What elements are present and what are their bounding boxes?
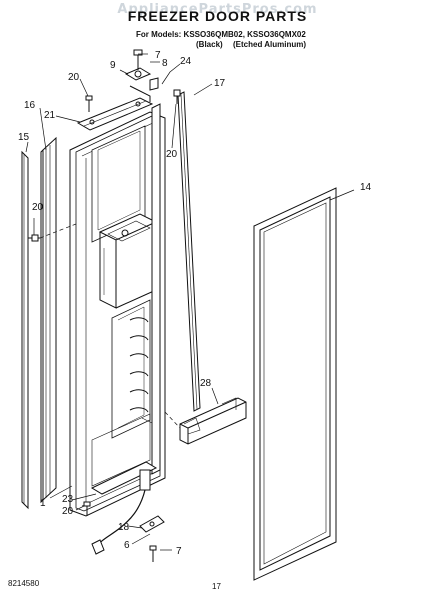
part-21-bracket [76, 97, 154, 131]
callout-24: 24 [180, 56, 192, 67]
finish-aluminum: (Etched Aluminum) [233, 40, 307, 49]
callout-20-right: 20 [166, 149, 178, 160]
callout-16: 16 [24, 100, 36, 111]
part-number-footer: 8214580 [8, 579, 40, 588]
callout-1: 1 [40, 498, 46, 509]
top-hinge-hardware [124, 49, 159, 102]
door-liner-body [69, 111, 166, 517]
callout-28: 28 [200, 378, 212, 389]
callout-15: 15 [18, 132, 30, 143]
callout-9: 9 [110, 60, 116, 71]
part-14-door-frame [253, 187, 337, 581]
callout-21: 21 [44, 110, 56, 121]
callout-20-bottom: 20 [62, 506, 74, 517]
models-text: For Models: KSSO36QMB02, KSSO36QMX02 [136, 30, 306, 39]
bottom-hinge-hardware [83, 461, 165, 562]
part-24-gasket [151, 103, 161, 475]
callout-6: 6 [124, 540, 130, 551]
screw-20-right [173, 89, 181, 104]
part-28-bin [179, 397, 247, 445]
screw-20-top [85, 95, 93, 112]
callout-20-left: 20 [32, 202, 44, 213]
part-16-trim [40, 136, 57, 504]
page-title: FREEZER DOOR PARTS [127, 8, 308, 24]
finish-black: (Black) [196, 40, 223, 49]
screw-20-left [28, 234, 40, 242]
callout-7-bottom: 7 [176, 546, 182, 557]
watermark: AppliancePartsPros.com [117, 2, 318, 17]
callout-8: 8 [162, 58, 168, 69]
callout-7-top: 7 [155, 50, 161, 61]
callout-18: 18 [118, 522, 130, 533]
page-number: 17 [212, 582, 221, 591]
callout-14: 14 [360, 182, 372, 193]
callout-20-top: 20 [68, 72, 80, 83]
part-17-strip [177, 91, 201, 412]
models-line: For Models: KSSO36QMB02, KSSO36QMX02 (Bl… [136, 30, 306, 49]
leader-lines [25, 53, 355, 551]
callout-17: 17 [214, 78, 226, 89]
callout-23: 23 [62, 494, 74, 505]
part-15-strip [21, 150, 29, 510]
